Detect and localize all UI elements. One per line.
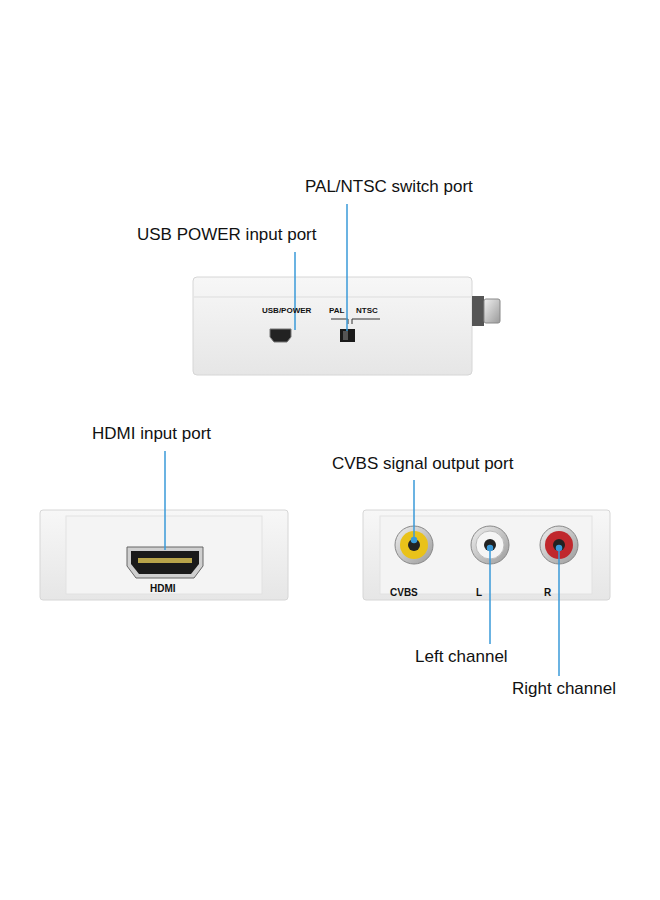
- port-marking: CVBS: [390, 587, 418, 599]
- leader-lines: [165, 204, 562, 676]
- callout-label: Right channel: [512, 679, 616, 699]
- port-marking: USB/POWER: [262, 306, 311, 316]
- port-marking: PAL: [329, 306, 344, 316]
- port-marking: L: [476, 587, 482, 599]
- device-av-side: [363, 510, 610, 600]
- callout-label: PAL/NTSC switch port: [305, 177, 473, 197]
- callout-label: Left channel: [415, 647, 508, 667]
- callout-label: USB POWER input port: [137, 225, 317, 245]
- callout-label: HDMI input port: [92, 424, 211, 444]
- callout-label: CVBS signal output port: [332, 454, 513, 474]
- port-marking: R: [544, 587, 551, 599]
- port-marking: HDMI: [150, 583, 176, 595]
- device-hdmi-side: [40, 510, 288, 600]
- port-marking: NTSC: [356, 306, 378, 316]
